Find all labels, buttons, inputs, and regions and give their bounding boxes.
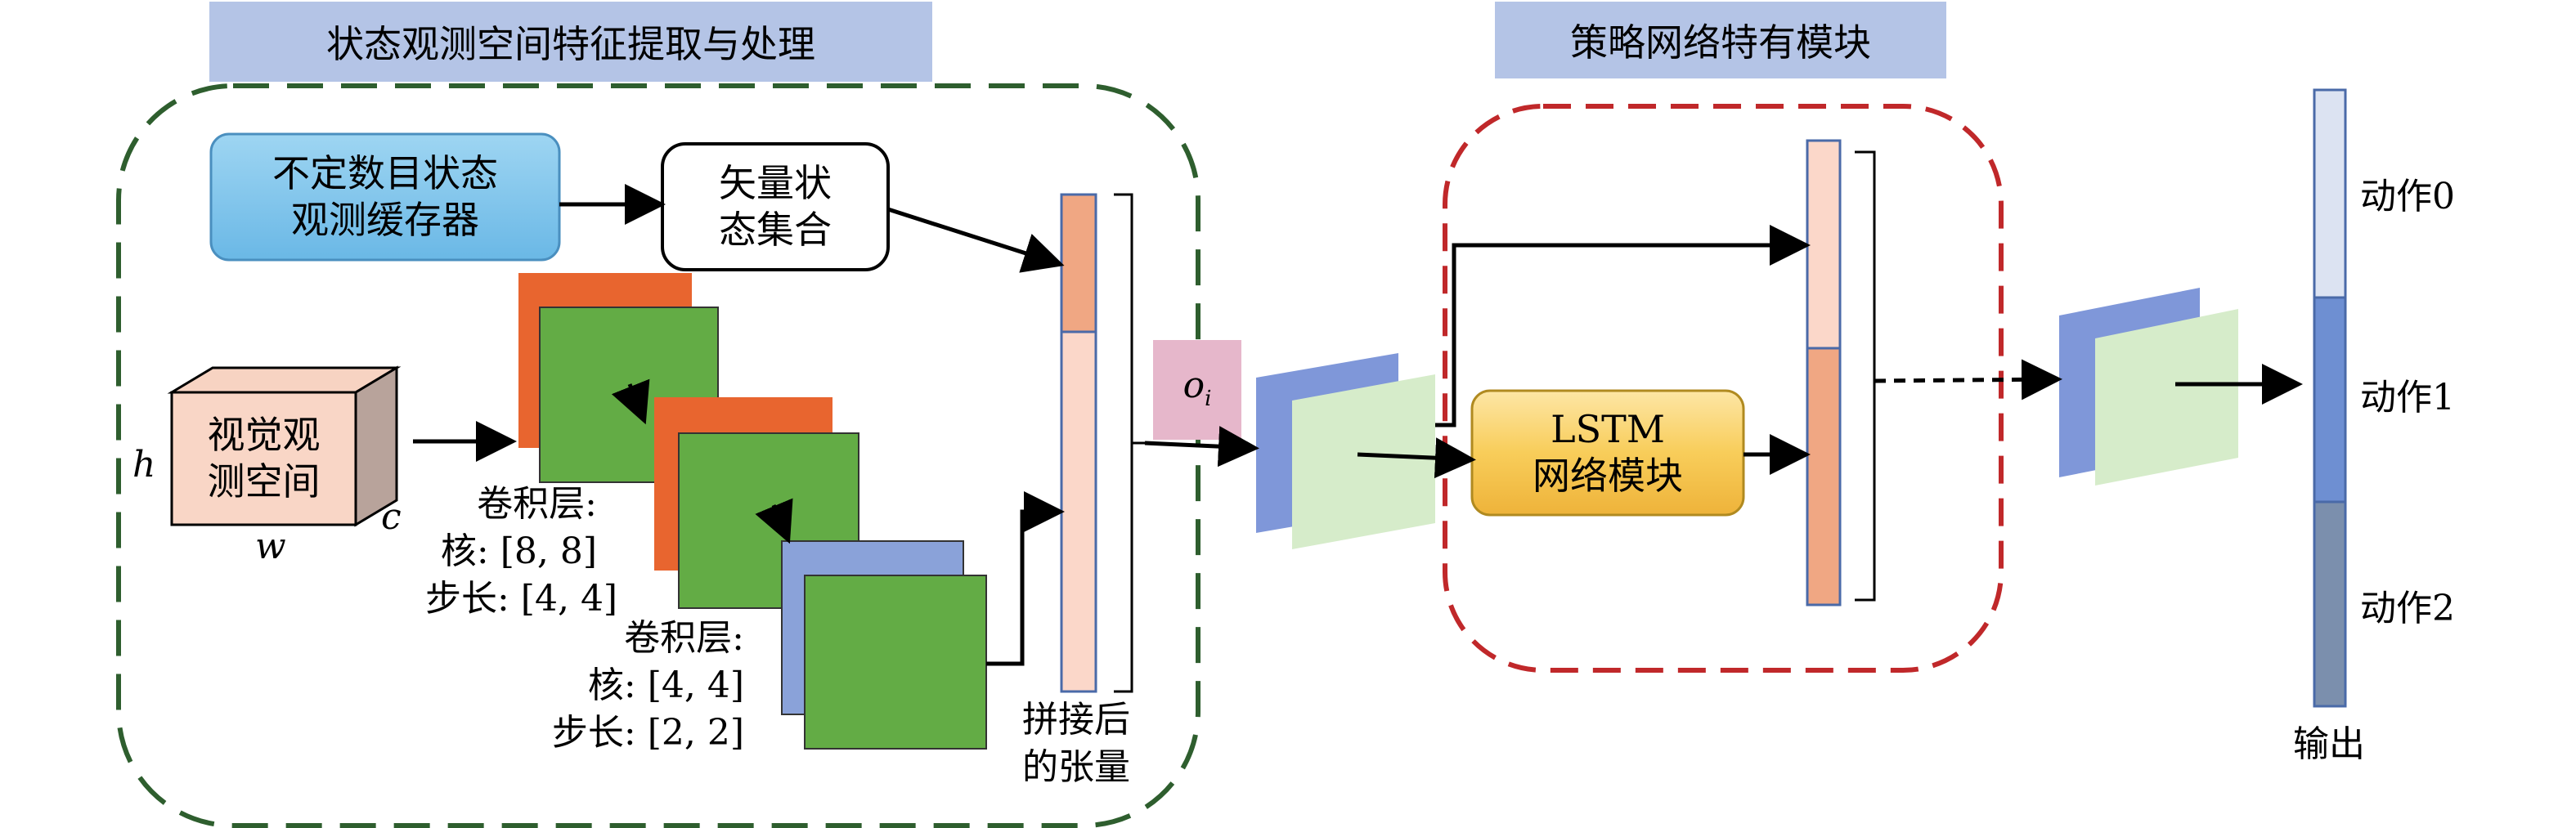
oi-i: i — [1205, 386, 1212, 411]
arrow-conv-to-tensor — [986, 491, 1065, 666]
action-0-bar — [2313, 88, 2347, 299]
section-header-policy-module: 策略网络特有模块 — [1495, 2, 1946, 78]
cube-line1: 视觉观 — [207, 412, 321, 457]
concat-label: 拼接后 的张量 — [1011, 696, 1142, 791]
lstm-line1: LSTM — [1551, 406, 1665, 451]
arrow-brace-to-panel-2 — [1874, 359, 2062, 401]
oi-box — [1153, 340, 1241, 440]
vector-line2: 态集合 — [719, 208, 832, 252]
lstm-brace — [1855, 150, 1876, 602]
cube-label: 视觉观 测空间 — [172, 392, 356, 525]
buffer-line1: 不定数目状态 — [272, 150, 498, 195]
conv2-title: 卷积层: — [624, 617, 744, 659]
concat-line2: 的张量 — [1022, 746, 1130, 789]
action-1-label: 动作1 — [2360, 377, 2455, 418]
cube-h-label: h — [132, 444, 156, 486]
dense-panel-green-1 — [1292, 374, 1435, 549]
oi-label: oi — [1153, 365, 1241, 411]
buffer-line2: 观测缓存器 — [291, 198, 479, 242]
arrow-conv2-to-conv3 — [755, 498, 793, 544]
output-label: 输出 — [2293, 723, 2365, 765]
action-1-bar — [2313, 296, 2347, 504]
policy-module-region — [1443, 104, 2004, 673]
action-2-label: 动作2 — [2360, 588, 2455, 629]
buffer-box-label: 不定数目状态 观测缓存器 — [211, 134, 559, 260]
concat-tensor-top — [1060, 193, 1097, 333]
conv1-title: 卷积层: — [477, 483, 597, 525]
lstm-label: LSTM 网络模块 — [1472, 391, 1744, 515]
action-0-label: 动作0 — [2360, 176, 2455, 217]
dense-panel-green-2 — [2095, 309, 2238, 486]
arrow-skip-to-lstm-tensor — [1435, 225, 1811, 427]
conv1-kernel: 核: [8, 8] — [440, 530, 597, 573]
conv1-labels: 卷积层: 核: [8, 8] 步长: [4, 4] — [425, 481, 618, 623]
concat-line1: 拼接后 — [1022, 699, 1130, 741]
arrow-brace-to-panel — [1144, 426, 1259, 468]
section-header-feature-extraction: 状态观测空间特征提取与处理 — [209, 2, 932, 82]
action-2-bar — [2313, 500, 2347, 708]
vector-box-label: 矢量状 态集合 — [662, 144, 888, 270]
arrow-vector-to-tensor — [887, 207, 1065, 273]
conv2-stride: 步长: [2, 2] — [551, 712, 744, 754]
lstm-tensor-bottom — [1806, 347, 1842, 606]
conv2-labels: 卷积层: 核: [4, 4] 步长: [2, 2] — [540, 615, 744, 757]
concat-tensor-bottom — [1060, 330, 1097, 693]
buffer-box — [209, 132, 561, 262]
lstm-tensor-top — [1806, 139, 1842, 350]
vector-line1: 矢量状 — [719, 160, 832, 205]
arrow-conv1-to-conv2 — [611, 378, 650, 425]
concat-brace — [1114, 193, 1145, 693]
cube-c-label: c — [381, 496, 402, 538]
arrow-panel-to-lstm — [1357, 437, 1476, 479]
cube-w-label: w — [255, 526, 286, 567]
conv1-stride: 步长: [4, 4] — [425, 578, 618, 620]
oi-o: o — [1183, 365, 1205, 406]
visual-observation-cube — [167, 365, 402, 527]
cube-line2: 测空间 — [207, 459, 321, 504]
lstm-line2: 网络模块 — [1533, 454, 1683, 498]
feature-map-green-3 — [804, 575, 987, 750]
conv2-kernel: 核: [4, 4] — [587, 665, 744, 707]
